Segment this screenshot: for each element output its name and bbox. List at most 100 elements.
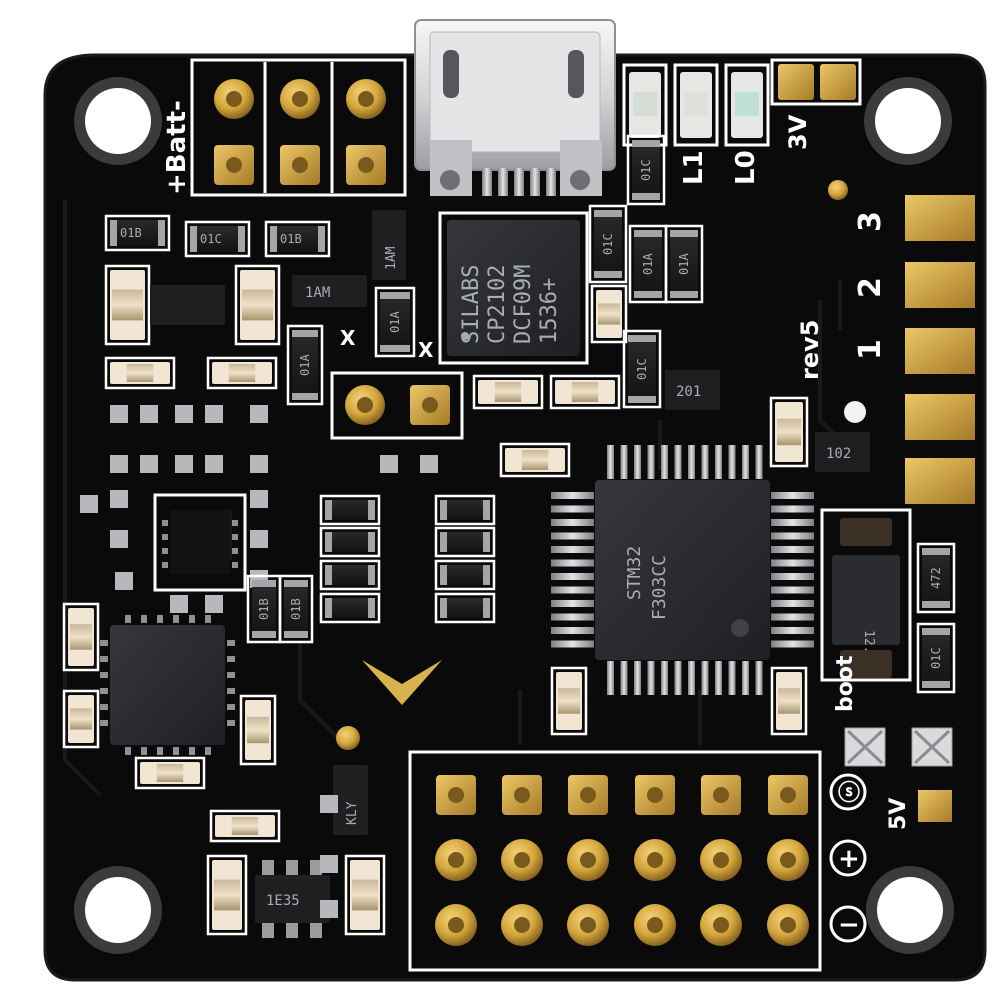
component-outline: [286, 324, 324, 406]
resistor-terminal: [670, 291, 698, 298]
resistor-terminal: [628, 396, 656, 403]
fiducial: [828, 180, 848, 200]
svg-text:STM32: STM32: [624, 546, 645, 600]
resistor-terminal: [110, 220, 117, 246]
mcu-pin-right: [771, 600, 814, 607]
pad-hole: [448, 917, 464, 933]
svg-text:1AM: 1AM: [384, 246, 399, 270]
pad-hole: [713, 917, 729, 933]
mounting-hole-bottom-right: [866, 866, 954, 954]
mcu-pin-bottom: [728, 661, 736, 695]
pad-hole: [514, 917, 530, 933]
pad-label-2: 2: [853, 277, 888, 298]
pad-label-3: 3: [853, 211, 888, 232]
resistor-terminal: [252, 631, 276, 638]
pad-hole: [780, 917, 796, 933]
component-outline: [104, 264, 151, 346]
resistor: [325, 500, 375, 520]
sot-regulator-2: 1AM: [372, 210, 406, 280]
label-x-2: X: [418, 338, 434, 362]
smd-pad: [110, 405, 128, 423]
component-outline: [319, 526, 381, 558]
pad-hole: [580, 917, 596, 933]
component-outline: [590, 284, 628, 344]
resistor-terminal: [483, 532, 490, 552]
resistor-marking: 01C: [929, 647, 943, 669]
mcu-pin-bottom: [634, 661, 641, 695]
capacitor-body: [112, 289, 143, 321]
resistor: [594, 210, 622, 278]
resistor: [670, 230, 698, 298]
component-outline: [434, 494, 496, 526]
sot-regulator-1: 1AM: [292, 275, 367, 307]
component-outline: [184, 220, 251, 258]
jumper-pads: [330, 371, 464, 440]
svg-text:SILABS: SILABS: [459, 265, 484, 344]
component-outline: [622, 329, 662, 409]
resistor-terminal: [292, 393, 318, 400]
resistor: [440, 500, 490, 520]
resistor: [270, 226, 325, 252]
resistor-network-102: 102: [815, 432, 870, 472]
resistor-marking: 01C: [635, 358, 649, 380]
pad-hole: [780, 787, 796, 803]
pad-5v: [918, 790, 952, 822]
capacitor-body: [598, 303, 620, 325]
component-outline: [472, 374, 544, 410]
capacitor-body: [214, 879, 240, 911]
status-leds: [622, 63, 770, 147]
boot-label: boot: [833, 655, 858, 712]
component-outline: [434, 526, 496, 558]
smd-pad: [110, 490, 128, 508]
mcu-pin-top: [701, 445, 709, 479]
resistor-terminal: [632, 193, 660, 200]
mcu-pin-right: [771, 546, 814, 553]
boot-pads: [844, 727, 953, 767]
mcu-pin-left: [551, 640, 594, 648]
resistor: [922, 628, 950, 688]
component-outline: [434, 592, 496, 624]
component-outline: [916, 542, 956, 614]
led-label-l0: L0: [731, 150, 761, 185]
mcu-pin-bottom: [674, 661, 682, 695]
component-outline: [206, 854, 248, 936]
resistor-marking: 01C: [200, 232, 222, 246]
pad-hole: [713, 787, 729, 803]
resistor-terminal: [190, 226, 197, 252]
mcu-pin-left: [551, 586, 594, 594]
component-outline: [319, 494, 381, 526]
smd-pad: [205, 595, 223, 613]
resistor-marking: 01A: [641, 253, 655, 275]
capacitor-body: [352, 879, 378, 911]
smd-pad: [205, 405, 223, 423]
mcu-pin-top: [661, 445, 668, 479]
small-qfn-chip: [153, 493, 247, 592]
mcu-pin-top: [755, 445, 763, 479]
component-outline: [62, 602, 100, 672]
battery-label: +Batt-: [162, 100, 192, 195]
mcu-pin-bottom: [647, 661, 655, 695]
resistor: [632, 140, 660, 200]
resistor-terminal: [368, 532, 375, 552]
mcu-pin-top: [647, 445, 655, 479]
smd-pad: [250, 455, 268, 473]
mcu-pin-right: [771, 613, 814, 621]
mcu-pin-right: [771, 492, 814, 499]
component-outline: [206, 356, 278, 390]
svg-text:1536+: 1536+: [537, 278, 562, 344]
pad-hole: [514, 852, 530, 868]
micro-usb-connector: [414, 19, 616, 196]
mcu-pin-right: [771, 559, 814, 567]
component-outline: [104, 356, 176, 390]
resistor: [922, 548, 950, 608]
resistor-marking: 01C: [639, 159, 653, 181]
capacitor-body: [228, 364, 256, 382]
resistor: [325, 598, 375, 618]
plus-icon: +: [838, 844, 860, 874]
mcu-pin-top: [607, 445, 614, 479]
fiducial-bottom: [336, 726, 360, 750]
sot-chip: [150, 285, 225, 325]
rev-label: rev5: [796, 320, 824, 380]
pad-hole: [580, 787, 596, 803]
capacitor-body: [126, 364, 154, 382]
